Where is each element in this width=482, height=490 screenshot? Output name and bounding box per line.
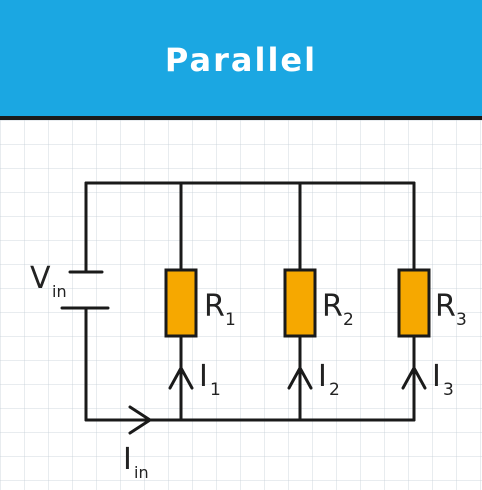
resistor-2-label: R <box>322 289 343 324</box>
page-title: Parallel <box>164 41 318 79</box>
resistor-3 <box>397 268 431 338</box>
resistor-1-label: R <box>204 289 225 324</box>
current-3-label-subscript: 3 <box>443 380 454 400</box>
resistor-3-label-subscript: 3 <box>456 310 467 330</box>
resistors <box>164 268 431 338</box>
source-label: V <box>30 261 51 296</box>
resistor-2-label-subscript: 2 <box>343 310 354 330</box>
source-label-subscript: in <box>52 282 67 301</box>
branch-2-current-arrow <box>287 366 313 390</box>
current-1-label-subscript: 1 <box>210 380 221 400</box>
resistor-1-label-subscript: 1 <box>225 310 236 330</box>
current-2-label-subscript: 2 <box>329 380 340 400</box>
current-1-label: I <box>199 359 208 394</box>
current-2-label: I <box>318 359 327 394</box>
input-current-label-subscript: in <box>134 463 149 482</box>
resistor-3-label: R <box>435 289 456 324</box>
input-current-label: I <box>123 442 132 477</box>
header-banner: Parallel <box>0 0 482 116</box>
resistor-2 <box>283 268 317 338</box>
resistor-1 <box>164 268 198 338</box>
branch-3-current-arrow <box>401 366 427 390</box>
header-divider <box>0 116 482 120</box>
branch-1-current-arrow <box>168 366 194 390</box>
input-current-arrow <box>128 405 152 435</box>
current-3-label: I <box>432 359 441 394</box>
